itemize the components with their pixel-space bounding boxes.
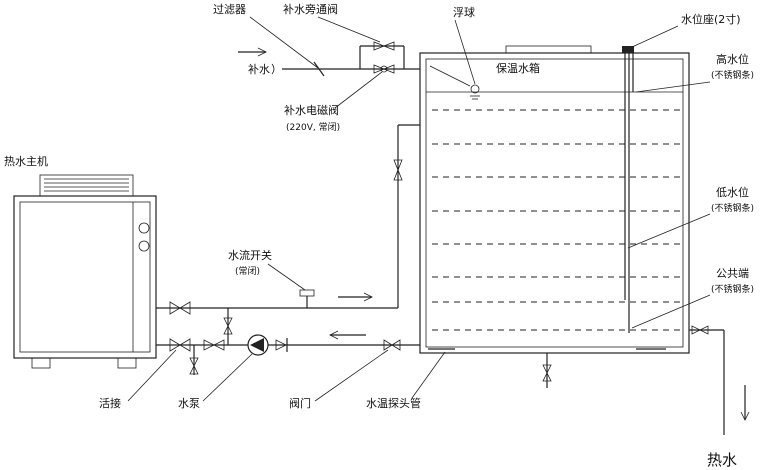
return-pipe [156, 308, 420, 375]
flow-switch-label: 水流开关 [228, 248, 272, 262]
common-end-label: 公共端 [716, 267, 749, 280]
supply-pipe [156, 124, 420, 315]
gauge-icon [138, 240, 150, 252]
level-sensor-base [622, 46, 634, 53]
heat-pump-unit [13, 174, 157, 369]
filter-label: 过滤器 [213, 3, 246, 16]
solenoid-valve-label: 补水电磁阀 [284, 103, 339, 117]
pump-label: 水泵 [178, 397, 200, 410]
flow-switch-icon [299, 289, 315, 297]
low-level-note: (不锈钢条) [711, 202, 754, 214]
gauge-icon [138, 222, 150, 234]
valve-label: 阀门 [289, 396, 311, 410]
bypass-valve-label: 补水旁通阀 [283, 2, 338, 16]
float-ball-label: 浮球 [453, 5, 475, 19]
low-level-label: 低水位 [716, 185, 749, 199]
hot-water-label: 热水 [707, 451, 737, 469]
union-label: 活接 [99, 397, 121, 410]
flow-switch-note: (常闭) [235, 265, 260, 277]
solenoid-valve-icon [373, 64, 395, 74]
float-ball-icon [470, 84, 480, 94]
insulated-tank [419, 45, 690, 354]
makeup-water-label: 补水 [248, 63, 270, 76]
tank-drain [542, 353, 552, 388]
high-level-note: (不锈钢条) [711, 69, 754, 81]
level-base-label: 水位座(2寸) [681, 12, 741, 26]
hot-water-outlet [689, 325, 750, 435]
high-level-label: 高水位 [716, 52, 749, 66]
heat-pump-label: 热水主机 [4, 154, 48, 168]
temp-probe-pipe-label: 水温探头管 [366, 396, 421, 410]
insulated-tank-label: 保温水箱 [496, 61, 540, 75]
bypass-valve-icon [373, 41, 395, 51]
makeup-water-line [238, 41, 420, 77]
common-end-note: (不锈钢条) [711, 283, 754, 295]
solenoid-valve-note: (220V, 常闭) [286, 121, 340, 133]
